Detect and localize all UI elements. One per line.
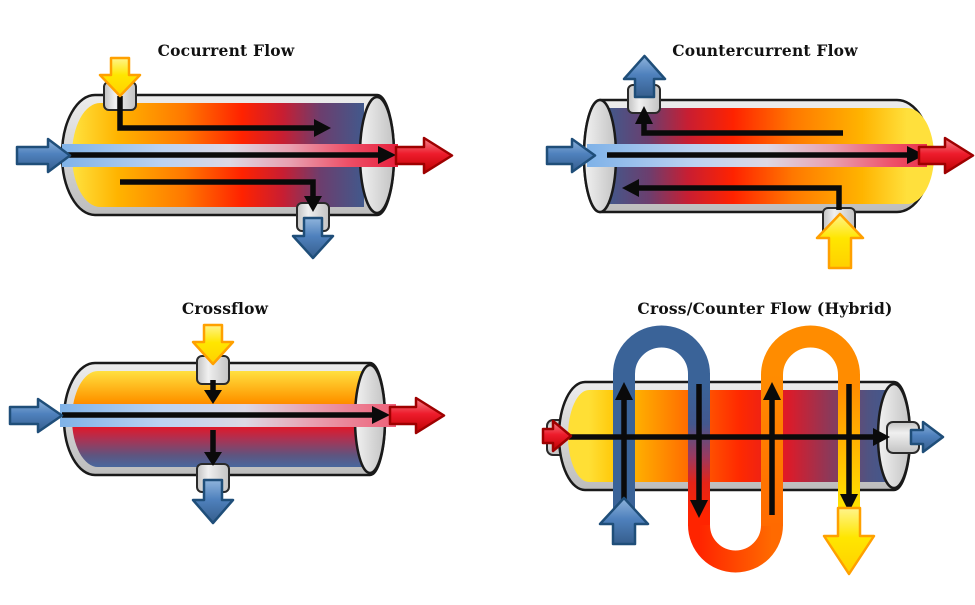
hot-outlet-tube-arrow-icon [394,136,454,175]
shell-flow-arrowhead-icon [873,428,890,446]
tube-flow-arrowhead-icon [372,406,390,424]
serpentine-arch-top-1 [613,325,710,375]
hot-inlet-arrow-icon [191,323,235,366]
panel-title-cocurrent: Cocurrent Flow [157,40,295,60]
panel-hybrid: Cross/Counter Flow (Hybrid) [487,280,975,605]
panel-title-crossflow: Crossflow [181,298,269,318]
shell-cooled-outlet-arrow-icon [909,420,945,454]
shell-flow-arrowhead-up-icon [635,106,653,124]
cocurrent-diagram [15,56,454,260]
tube-hot-outlet-arrow-icon [822,506,876,576]
shell-flow-arrowhead-left-icon [622,179,639,197]
cooled-outlet-arrow-icon [622,54,667,99]
shell-flow-path-bottom [639,185,842,210]
cold-inlet-arrow-icon [545,137,597,174]
serpentine-arch-top-2 [761,325,860,376]
pass3-arrowhead-up-icon [763,382,781,400]
tube-cold-inlet-arrow-icon [598,496,650,546]
shell-hot-inlet-arrow-icon [541,419,573,453]
pass4-arrowhead-down-icon [840,494,858,512]
panel-title-hybrid: Cross/Counter Flow (Hybrid) [637,298,893,318]
shell-flow-arrowhead-right-icon [314,119,331,137]
shell-flow-arrowhead-down-top-icon [204,390,222,404]
tube-flow-arrowhead-icon [907,146,925,164]
shell-flow-arrowhead-down-icon [304,196,322,212]
panel-title-countercurrent: Countercurrent Flow [672,40,858,60]
pass2-arrowhead-down-icon [690,500,708,518]
crossflow-diagram [8,323,446,525]
hot-outlet-tube-arrow-icon [917,136,975,175]
cold-inlet-arrow-icon [15,137,72,174]
tube-flow-arrowhead-icon [378,146,396,164]
hot-inlet-arrow-icon [98,56,142,98]
shell-flow-path-bottom [120,179,316,196]
panel-cocurrent: Cocurrent Flow [0,0,487,280]
pass1-arrowhead-up-icon [615,382,633,400]
shell-flow-path-top [117,96,314,131]
cooled-outlet-arrow-icon [291,216,335,260]
shell-flow-arrowhead-down-bottom-icon [204,452,222,466]
panel-countercurrent: Countercurrent Flow [487,0,975,280]
shell-flow-path-top [641,122,843,136]
hot-outlet-tube-arrow-icon [388,396,446,435]
cold-inlet-arrow-icon [8,397,64,434]
cooled-outlet-arrow-icon [191,478,235,525]
serpentine-arch-bottom [688,524,783,573]
countercurrent-diagram [545,54,975,270]
hot-inlet-arrow-icon [815,212,865,270]
panel-crossflow: Crossflow [0,280,487,605]
hybrid-diagram [541,325,945,576]
